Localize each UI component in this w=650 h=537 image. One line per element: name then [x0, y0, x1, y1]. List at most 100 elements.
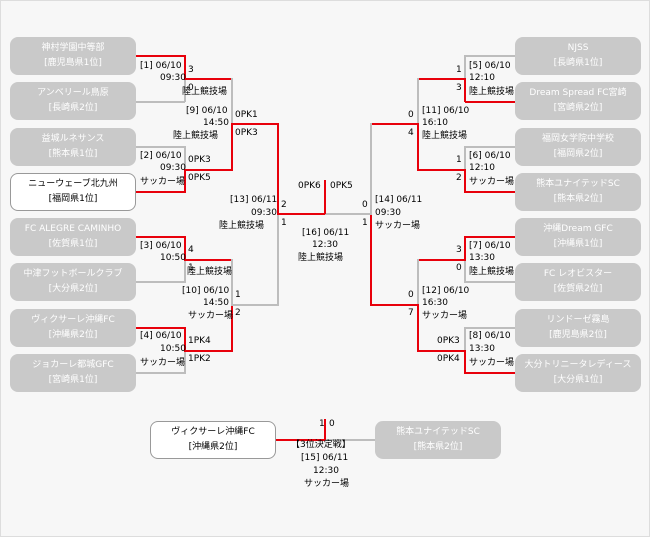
team-name: ヴィクサーレ沖縄FC	[31, 315, 115, 325]
team-box[interactable]: ニューウェーブ北九州 [福岡県1位]	[10, 173, 136, 211]
team-box[interactable]: アンベリール鳥原 [長崎県2位]	[10, 82, 136, 120]
match-venue: 陸上競技場	[298, 253, 344, 263]
team-name: FC ALEGRE CAMINHO	[24, 224, 122, 234]
bracket-line	[184, 78, 186, 102]
team-name: 福岡女学院中学校	[541, 134, 614, 144]
match-id: [2] 06/10	[140, 151, 182, 161]
team-name: 沖縄Dream GFC	[543, 224, 613, 234]
match-id: [12] 06/10	[422, 286, 470, 296]
match-score: 7	[408, 308, 414, 318]
team-box[interactable]: FC レオビスター [佐賀県2位]	[515, 263, 641, 301]
bracket-line	[370, 214, 372, 306]
bracket-line	[465, 146, 515, 148]
bracket-line	[417, 78, 419, 125]
team-box[interactable]: 益城ルネサンス [熊本県1位]	[10, 128, 136, 166]
match-time: 09:30	[160, 73, 186, 83]
third-place-title: 【3位決定戦】	[291, 440, 351, 450]
team-prefecture: [沖縄県2位]	[188, 442, 238, 452]
bracket-line	[465, 55, 515, 57]
bracket-line	[417, 305, 419, 352]
bracket-line	[464, 78, 466, 102]
match-score: 1	[362, 218, 368, 228]
bracket-line	[136, 146, 185, 148]
team-box[interactable]: 沖縄Dream GFC [沖縄県1位]	[515, 218, 641, 256]
bracket-line	[464, 55, 466, 79]
team-prefecture: [沖縄県2位]	[48, 330, 98, 340]
match-venue: サッカー場	[140, 358, 186, 368]
match-score: 1PK4	[188, 336, 211, 346]
team-box[interactable]: 熊本ユナイテッドSC [熊本県2位]	[515, 173, 641, 211]
team-box[interactable]: リンドーゼ霧島 [鹿児島県2位]	[515, 309, 641, 347]
bracket-line	[136, 327, 185, 329]
match-score: 0PK5	[188, 173, 211, 183]
team-box[interactable]: ヴィクサーレ沖縄FC [沖縄県2位]	[10, 309, 136, 347]
match-time: 12:30	[313, 466, 339, 476]
match-venue: 陸上競技場	[219, 221, 265, 231]
bracket-line	[184, 236, 186, 260]
team-box[interactable]: ヴィクサーレ沖縄FC [沖縄県2位]	[150, 421, 276, 459]
match-time: 09:30	[375, 208, 401, 218]
team-name: ヴィクサーレ沖縄FC	[171, 427, 255, 437]
team-name: NJSS	[567, 43, 589, 53]
match-venue: 陸上競技場	[422, 131, 468, 141]
bracket-line	[464, 327, 466, 351]
bracket-line	[277, 214, 279, 306]
match-time: 12:10	[469, 163, 495, 173]
bracket-line	[184, 350, 186, 374]
team-box[interactable]: ジョカーレ都城GFC [宮崎県1位]	[10, 354, 136, 392]
match-score: 0	[362, 200, 368, 210]
bracket-line	[136, 55, 185, 57]
bracket-line	[136, 281, 185, 283]
match-venue: サッカー場	[140, 177, 186, 187]
team-name: ジョカーレ都城GFC	[32, 360, 114, 370]
bracket-line	[465, 281, 515, 283]
match-time: 10:50	[160, 253, 186, 263]
match-venue: 陸上競技場	[187, 267, 233, 277]
bracket-line	[464, 236, 466, 260]
match-score: 0	[188, 83, 194, 93]
team-box[interactable]: 中津フットボールクラブ [大分県2位]	[10, 263, 136, 301]
team-prefecture: [佐賀県1位]	[48, 239, 98, 249]
team-prefecture: [福岡県2位]	[553, 149, 603, 159]
team-prefecture: [熊本県1位]	[48, 149, 98, 159]
match-time: 12:30	[312, 240, 338, 250]
team-box[interactable]: 大分トリニータレディース [大分県1位]	[515, 354, 641, 392]
bracket-line	[417, 259, 419, 306]
team-name: アンベリール鳥原	[37, 88, 109, 98]
bracket-line	[231, 78, 233, 125]
team-box[interactable]: 福岡女学院中学校 [福岡県2位]	[515, 128, 641, 166]
team-prefecture: [宮崎県2位]	[553, 103, 603, 113]
match-score: 0PK5	[330, 181, 353, 191]
team-box[interactable]: NJSS [長崎県1位]	[515, 37, 641, 75]
match-score: 1	[235, 290, 241, 300]
bracket-line	[136, 236, 185, 238]
team-prefecture: [長崎県1位]	[553, 58, 603, 68]
team-prefecture: [福岡県1位]	[48, 194, 98, 204]
match-score: 0PK4	[437, 354, 460, 364]
match-id: [3] 06/10	[140, 241, 182, 251]
bracket-line	[418, 350, 466, 352]
team-box[interactable]: 神村学園中等部 [鹿児島県1位]	[10, 37, 136, 75]
team-name: 神村学園中等部	[41, 43, 105, 53]
match-time: 09:30	[160, 163, 186, 173]
match-id: [5] 06/10	[469, 61, 511, 71]
team-box[interactable]: FC ALEGRE CAMINHO [佐賀県1位]	[10, 218, 136, 256]
match-time: 14:50	[203, 118, 229, 128]
match-score: 1	[319, 419, 325, 429]
match-score: 1PK2	[188, 354, 211, 364]
bracket-line	[136, 101, 185, 103]
bracket-line	[231, 305, 233, 352]
bracket-line	[231, 304, 278, 306]
match-id: [4] 06/10	[140, 331, 182, 341]
team-box[interactable]: Dream Spread FC宮崎 [宮崎県2位]	[515, 82, 641, 120]
bracket-line	[465, 101, 515, 103]
bracket-line	[465, 191, 515, 193]
bracket-line	[417, 124, 419, 171]
match-score: 1	[188, 263, 194, 273]
match-score: 0PK3	[235, 128, 258, 138]
third-place-line	[324, 419, 326, 440]
team-name: 熊本ユナイテッドSC	[396, 427, 480, 437]
team-box[interactable]: 熊本ユナイテッドSC [熊本県2位]	[375, 421, 501, 459]
match-score: 1	[456, 155, 462, 165]
